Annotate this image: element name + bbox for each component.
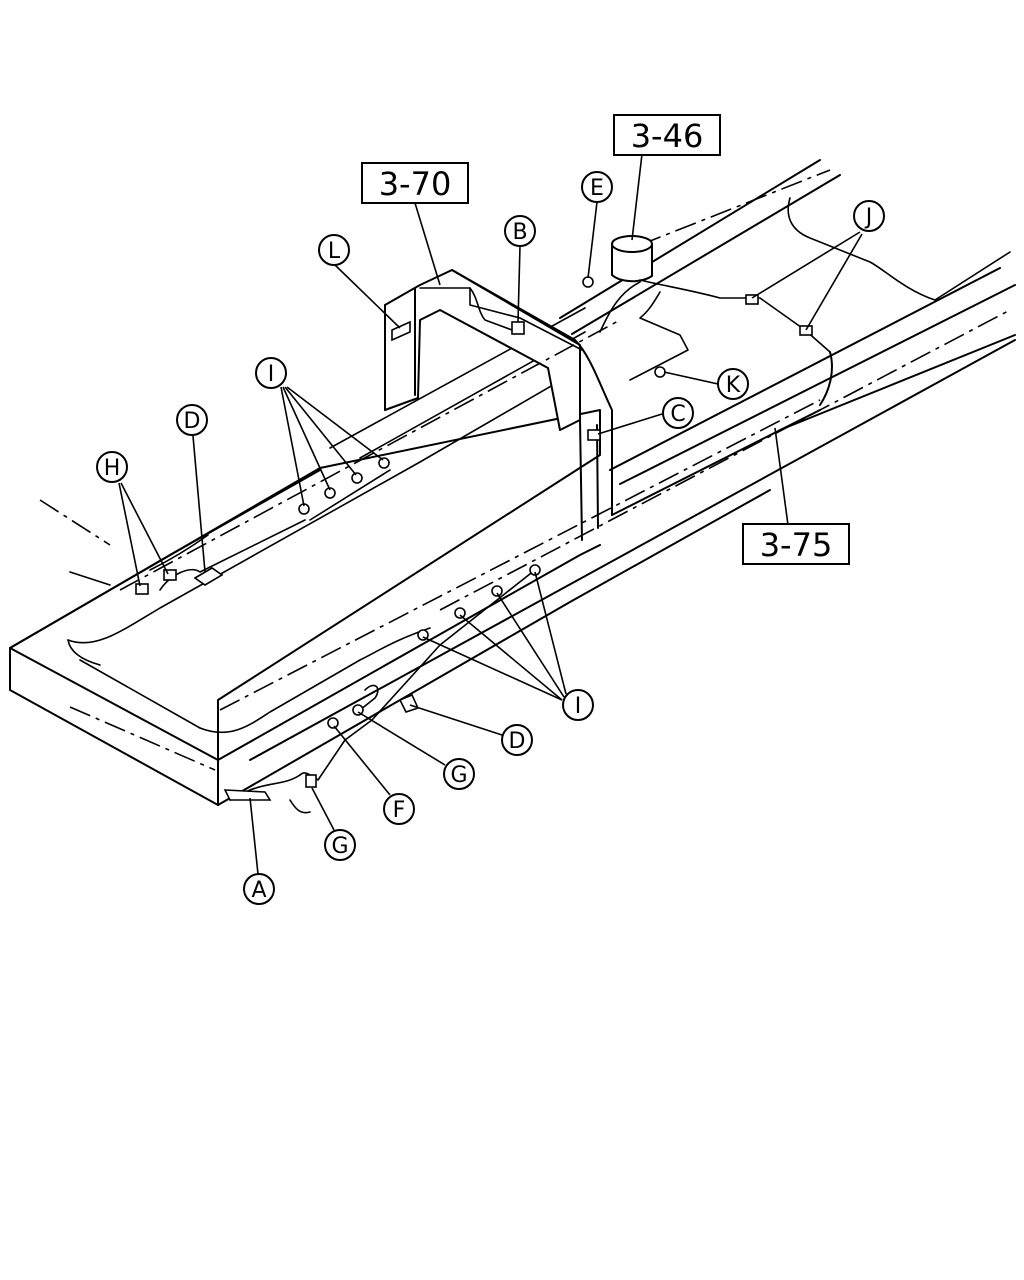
clip-g-1 [352, 704, 364, 716]
clip-l [391, 320, 411, 342]
callout-letter-d-upper: D [184, 409, 201, 434]
callout-b: B [504, 215, 536, 247]
clip-j-2 [799, 325, 813, 336]
ref-label-3-70: 3-70 [379, 165, 452, 203]
clip-i-2 [324, 487, 336, 499]
callout-d-upper: D [176, 404, 208, 436]
callout-f: F [383, 793, 415, 825]
clip-k [654, 366, 666, 378]
callout-letter-i-lower: I [575, 694, 582, 719]
callout-i-upper: I [255, 357, 287, 389]
callout-j: J [853, 200, 885, 232]
callout-letter-b: B [512, 220, 527, 245]
callout-letter-k: K [726, 373, 741, 398]
callout-d-lower: D [501, 724, 533, 756]
clip-j-1 [745, 294, 759, 305]
ref-box-3-75: 3-75 [742, 523, 850, 565]
callout-letter-g-right: G [450, 763, 467, 788]
callout-k: K [717, 368, 749, 400]
callout-letter-i-upper: I [268, 362, 275, 387]
leader-lines [118, 153, 863, 875]
callout-letter-c: C [670, 402, 685, 427]
ref-label-3-75: 3-75 [760, 526, 833, 564]
callout-g-right: G [443, 758, 475, 790]
clip-i-7 [491, 585, 503, 597]
ref-label-3-46: 3-46 [631, 117, 704, 155]
clip-h-2 [163, 569, 177, 581]
callout-letter-g-left: G [331, 834, 348, 859]
connector-a [223, 789, 272, 801]
callout-letter-e: E [590, 176, 604, 201]
callout-i-lower: I [562, 689, 594, 721]
clip-i-4 [378, 457, 390, 469]
clip-h-1 [135, 583, 149, 595]
callout-letter-l: L [328, 239, 341, 264]
callout-l: L [318, 234, 350, 266]
filler-neck [611, 235, 653, 283]
ref-box-3-70: 3-70 [361, 162, 469, 204]
callout-letter-a: A [251, 878, 266, 903]
clip-c [587, 429, 601, 441]
callout-e: E [581, 171, 613, 203]
bracket-d-1 [193, 567, 224, 586]
callout-letter-h: H [104, 456, 121, 481]
harness-clips [135, 276, 813, 801]
clip-e [582, 276, 594, 288]
callout-h: H [96, 451, 128, 483]
callout-c: C [662, 397, 694, 429]
callout-g-left: G [324, 829, 356, 861]
callout-letter-j: J [864, 205, 873, 230]
callout-letter-d-lower: D [509, 729, 526, 754]
clip-f [327, 717, 339, 729]
callout-a: A [243, 873, 275, 905]
clip-i-6 [454, 607, 466, 619]
clip-g-2 [305, 774, 317, 788]
wiring-harness [159, 279, 831, 814]
ref-box-3-46: 3-46 [613, 114, 721, 156]
clip-i-3 [351, 472, 363, 484]
vehicle-frame [9, 159, 1016, 806]
callout-letter-f: F [393, 798, 406, 823]
clip-b [511, 321, 525, 335]
